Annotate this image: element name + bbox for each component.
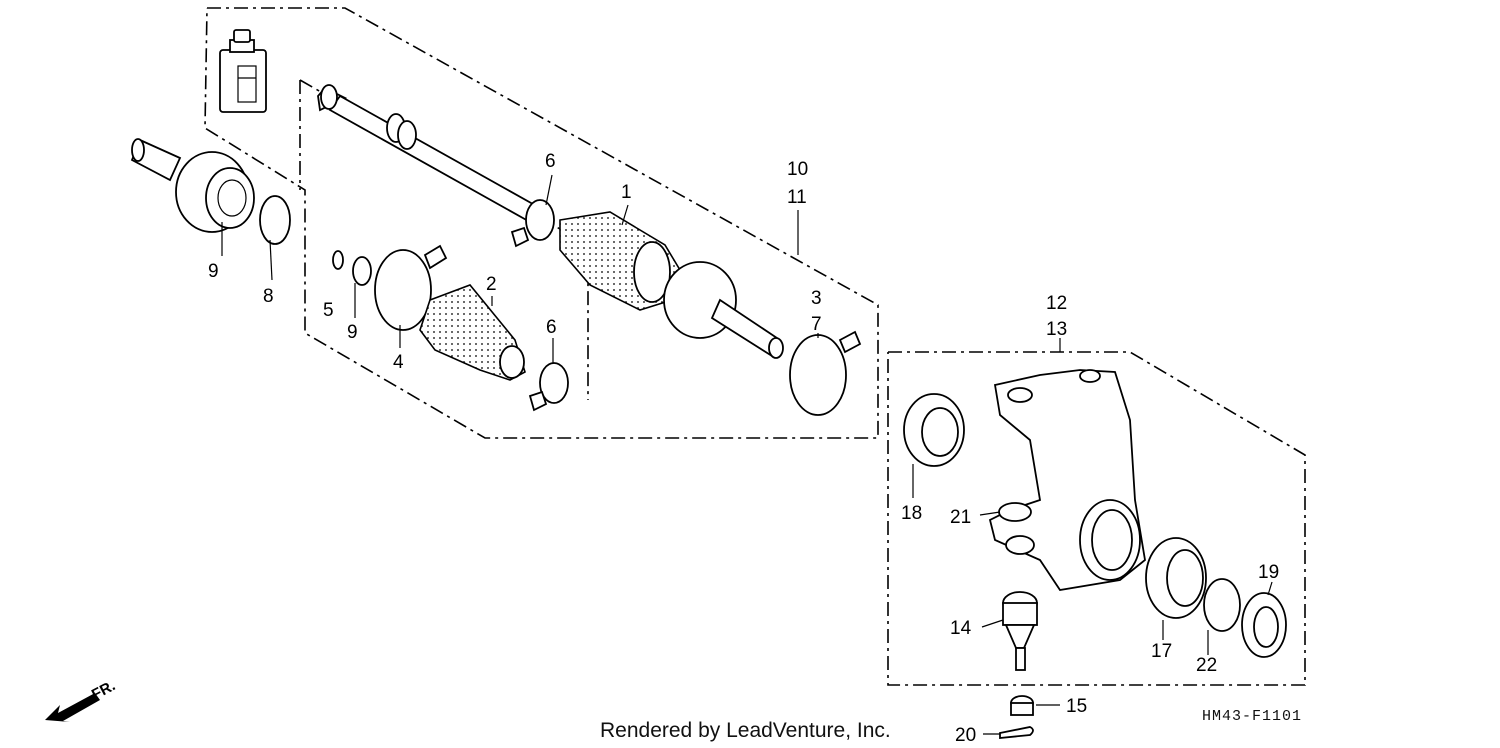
outer-joint xyxy=(663,261,784,359)
leader-lines xyxy=(221,174,1273,735)
label-part-9: 9 xyxy=(347,322,358,343)
outline-knuckle-assembly xyxy=(887,351,1306,686)
oil-seal-left xyxy=(903,393,965,467)
inner-boot xyxy=(419,284,526,381)
castle-nut xyxy=(1010,695,1034,716)
label-part-17: 17 xyxy=(1151,641,1172,662)
label-part-8: 8 xyxy=(263,286,274,307)
label-part-7: 7 xyxy=(811,314,822,335)
grease-bottle xyxy=(219,29,267,113)
set-ring xyxy=(259,195,291,245)
label-part-1: 1 xyxy=(621,182,632,203)
label-part-19: 19 xyxy=(1258,562,1279,583)
label-part-6: 6 xyxy=(545,151,556,172)
snap-ring-right xyxy=(1203,578,1241,632)
label-part-4: 4 xyxy=(393,352,404,373)
part-labels: 6 1 10 11 9 8 5 9 4 2 6 3 7 12 13 18 21 … xyxy=(208,151,1279,746)
label-part-10: 9 xyxy=(208,261,219,282)
label-part-22: 22 xyxy=(1196,655,1217,676)
cotter-pin xyxy=(999,726,1034,739)
ball-joint xyxy=(1002,591,1038,671)
outer-boot xyxy=(559,211,681,311)
label-part-11: 10 xyxy=(787,159,808,180)
snap-ring-left xyxy=(998,502,1032,522)
bearing xyxy=(1145,537,1207,619)
circlip xyxy=(332,250,344,270)
credit-text: Rendered by LeadVenture, Inc. xyxy=(600,719,891,742)
label-part-15: 14 xyxy=(950,618,972,639)
inner-joint-housing xyxy=(130,138,255,233)
boot-band-small-lower xyxy=(528,362,569,412)
oil-seal-right xyxy=(1241,592,1287,658)
label-part-3: 3 xyxy=(811,288,822,309)
boot-band-inner xyxy=(374,244,448,331)
stop-ring xyxy=(352,256,372,286)
boot-band-small-upper xyxy=(510,199,555,248)
label-part-5: 5 xyxy=(323,300,334,321)
label-part-18: 18 xyxy=(901,503,922,524)
front-direction-indicator: FR. xyxy=(45,677,118,722)
label-part-13: 12 xyxy=(1046,293,1067,314)
label-part-2: 2 xyxy=(486,274,497,295)
knuckle xyxy=(988,369,1146,591)
outline-driveshaft-assembly xyxy=(204,7,879,439)
boot-band-outer xyxy=(789,330,862,416)
driveshaft xyxy=(317,84,542,224)
front-arrow-icon xyxy=(45,693,100,722)
label-part-14: 13 xyxy=(1046,319,1067,340)
label-part-6b: 6 xyxy=(546,317,557,338)
label-part-12: 11 xyxy=(787,187,807,208)
label-part-21: 21 xyxy=(950,507,971,528)
label-part-16: 15 xyxy=(1066,696,1087,717)
label-part-20: 20 xyxy=(955,725,976,746)
diagram-code: HM43-F1101 xyxy=(1202,708,1302,725)
group-outlines xyxy=(204,7,1306,686)
